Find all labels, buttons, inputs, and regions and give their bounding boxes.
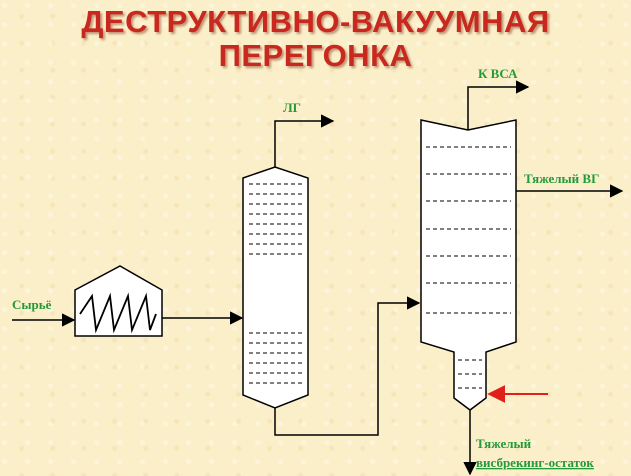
to-vsa-label: К ВСА — [478, 66, 518, 81]
residue-label-line-1: Тяжелый — [476, 436, 532, 451]
light-gas-label: ЛГ — [283, 100, 301, 115]
heavy-vg-label: Тяжелый ВГ — [524, 171, 599, 186]
coil-icon — [79, 292, 157, 334]
column-icon — [242, 166, 309, 409]
page-title-line-1: ДЕСТРУКТИВНО-ВАКУУМНАЯ — [81, 4, 550, 39]
light-gas-arrow — [274, 114, 335, 167]
to-vsa-arrow — [467, 80, 530, 130]
column-bottoms-line-arrow — [274, 296, 421, 436]
furnace-icon — [74, 265, 163, 337]
residue-label-line-2: висбрекинг-остаток — [476, 455, 594, 470]
feed-label: Сырьё — [12, 297, 52, 312]
page-title-line-2: ПЕРЕГОНКА — [218, 38, 413, 73]
vacuum-column-icon — [420, 119, 517, 411]
